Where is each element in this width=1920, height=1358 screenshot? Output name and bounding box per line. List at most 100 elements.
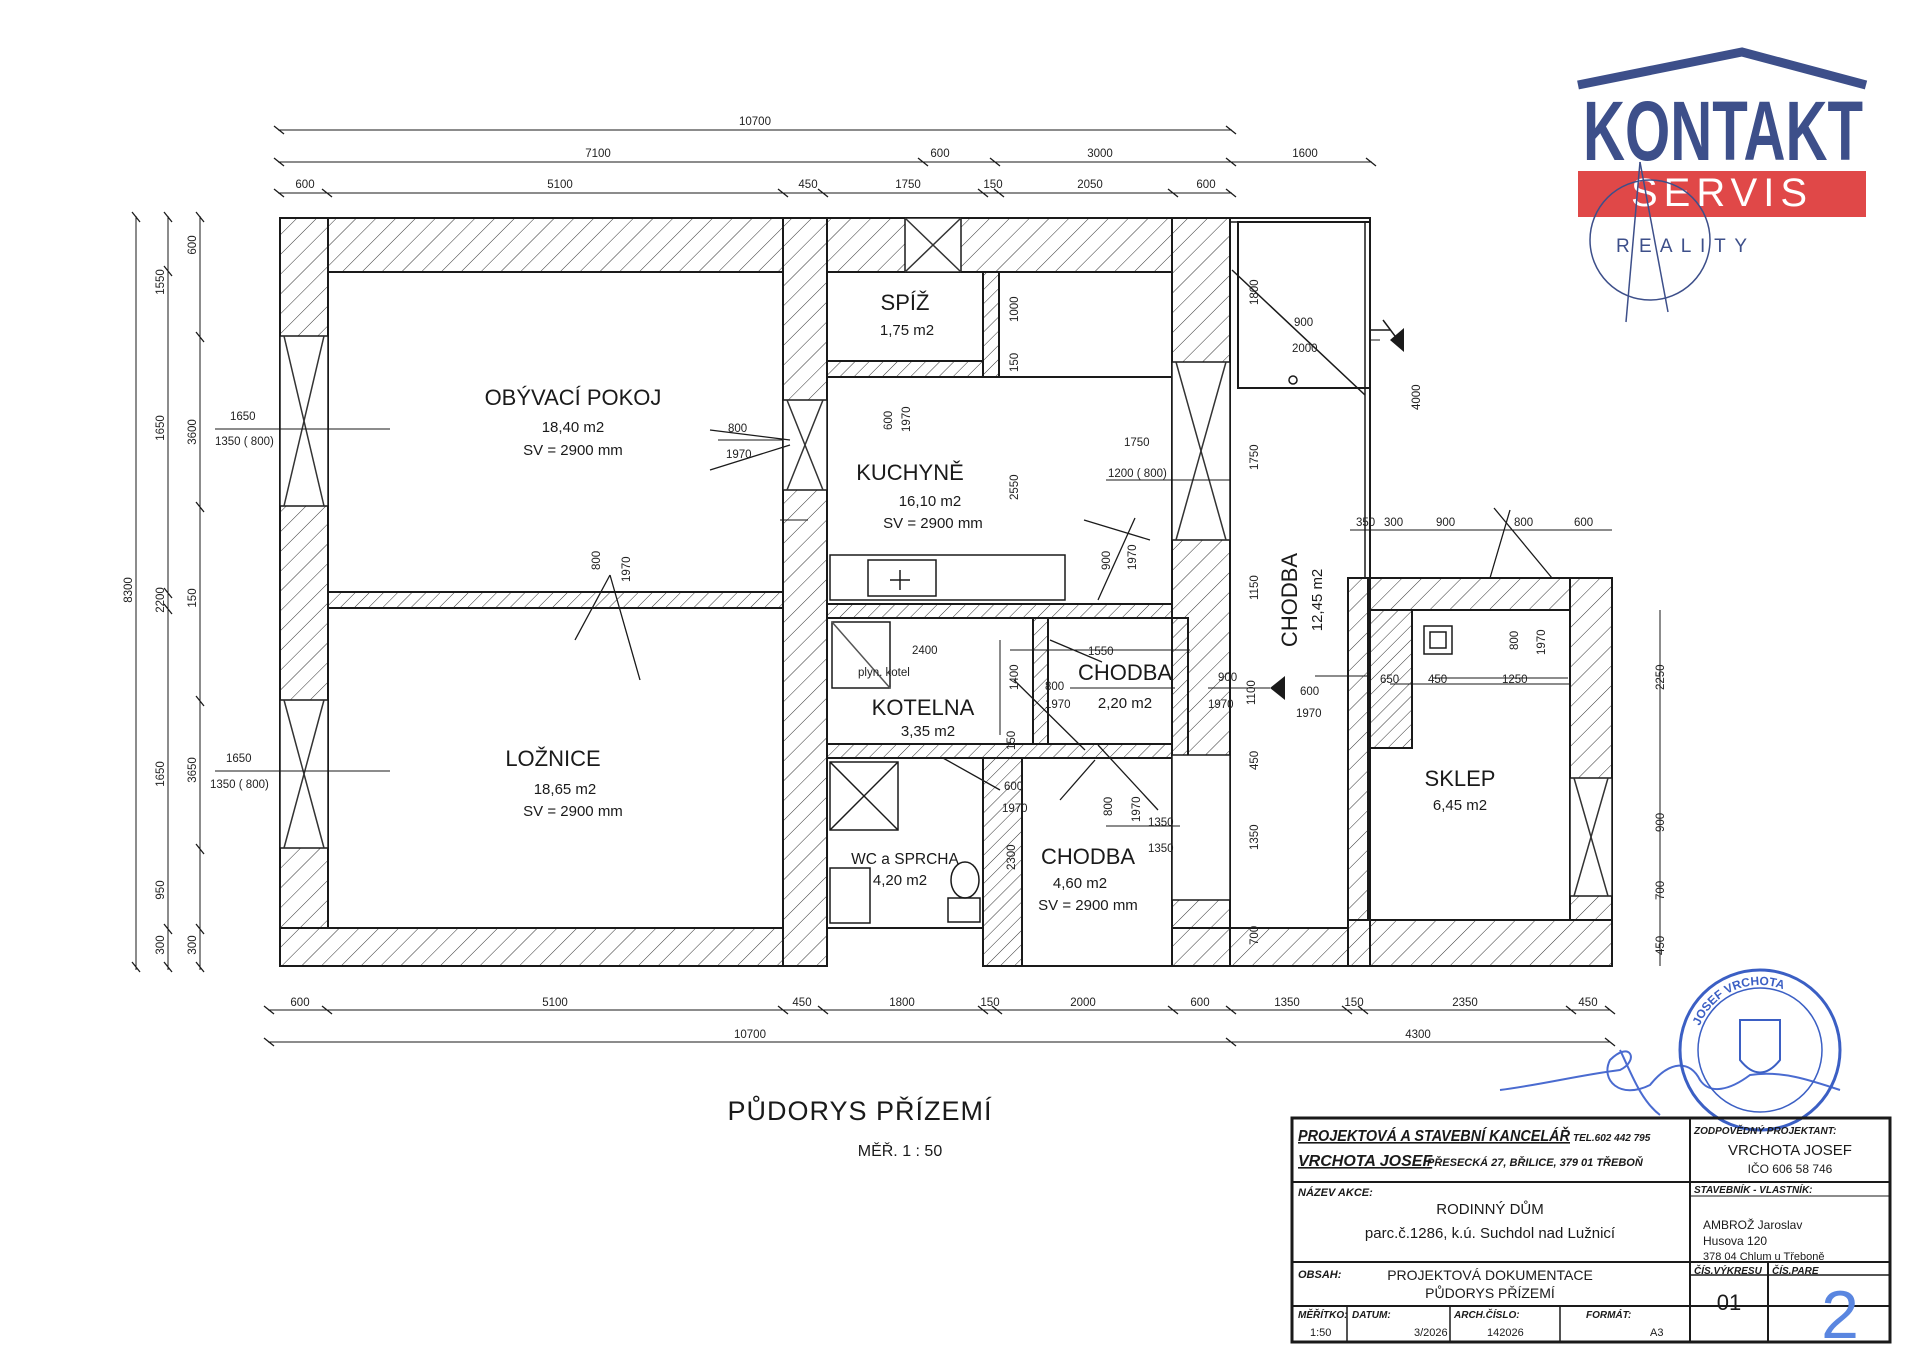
tb-office-line2: VRCHOTA JOSEF: [1298, 1153, 1433, 1170]
dim-b-150: 150: [980, 997, 999, 1009]
leader-lines: [215, 339, 1568, 827]
tb-action-1: RODINNÝ DŮM: [1436, 1200, 1544, 1218]
dim-c-4000: 4000: [1411, 384, 1423, 410]
dim-c-900: 900: [1294, 317, 1313, 329]
dim-left-600: 600: [187, 235, 199, 254]
entrance-arrow-icon: [1270, 328, 1404, 700]
dim-d-1970b: 1970: [621, 556, 633, 582]
room-loznice-name: LOŽNICE: [505, 746, 600, 771]
room-sklep-name: SKLEP: [1425, 766, 1496, 791]
room-wc-area: 4,20 m2: [873, 872, 927, 889]
dim-spiz-1970: 1970: [901, 406, 913, 432]
dim-s-1970: 1970: [1536, 629, 1548, 655]
room-chodba-mid-sv: SV = 2900 mm: [1038, 897, 1138, 914]
room-chodba-mid-area: 4,60 m2: [1053, 875, 1107, 892]
win2-height: 1350 ( 800): [210, 779, 269, 791]
room-loznice-sv: SV = 2900 mm: [523, 803, 623, 820]
dim-b-2350: 2350: [1452, 997, 1478, 1009]
tb-office-tel: TEL.602 442 795: [1573, 1133, 1651, 1144]
dim-b-450b: 450: [1578, 997, 1597, 1009]
tb-action-2: parc.č.1286, k.ú. Suchdol nad Lužnicí: [1365, 1225, 1616, 1242]
room-wc-name: WC a SPRCHA: [851, 851, 959, 868]
dim-k-1970: 1970: [1127, 544, 1139, 570]
dim-left-3600: 3600: [187, 419, 199, 445]
room-kuchyne-name: KUCHYNĚ: [856, 460, 964, 485]
dim-kot-1970: 1970: [1045, 699, 1071, 711]
dim-kot-1400: 1400: [1009, 664, 1021, 690]
dim-c-1150: 1150: [1249, 575, 1261, 600]
tb-content-2: PŮDORYS PŘÍZEMÍ: [1425, 1284, 1555, 1301]
dim-left-1550: 1550: [155, 269, 167, 295]
dim-ch2-1350a: 1350: [1148, 817, 1174, 829]
dim-wc-1970: 1970: [1002, 803, 1028, 815]
dim-ch-900: 900: [1218, 672, 1237, 684]
tb-arch-label: ARCH.ČÍSLO:: [1453, 1308, 1520, 1321]
win1-height: 1350 ( 800): [215, 436, 274, 448]
dim-ch2-800: 800: [1103, 797, 1115, 816]
logo-red-band: [1578, 171, 1866, 217]
room-obyvaci-name: OBÝVACÍ POKOJ: [485, 385, 662, 410]
tb-content-1: PROJEKTOVÁ DOKUMENTACE: [1387, 1267, 1593, 1283]
dim-left-1650b: 1650: [155, 761, 167, 787]
dim-total-top: 10700: [739, 116, 771, 128]
dim-s-800: 800: [1514, 517, 1533, 529]
title-block: [1290, 1116, 1892, 1344]
dim-b-1350: 1350: [1274, 997, 1300, 1009]
dim-ch-1100: 1100: [1246, 680, 1258, 705]
room-kotelna-area: 3,35 m2: [901, 723, 955, 740]
dim-door-1970: 1970: [726, 449, 752, 461]
tb-copy-no-label: ČÍS.PARE: [1772, 1264, 1819, 1277]
dim-k-2550: 2550: [1009, 474, 1021, 500]
cellar-dim-lines: [1350, 529, 1661, 966]
dim-left-8300: 8300: [123, 577, 135, 603]
logo-band-text: SERVIS: [1631, 171, 1813, 215]
door-swings: [574, 429, 1553, 811]
dim-left-1650a: 1650: [155, 415, 167, 441]
dim-c-1750: 1750: [1249, 444, 1261, 470]
dim-top-7100: 7100: [585, 148, 611, 160]
room-chodba-long-area: 12,45 m2: [1309, 569, 1326, 632]
room-kuchyne-sv: SV = 2900 mm: [883, 515, 983, 532]
stamp-emblem-icon: [1739, 1019, 1781, 1074]
room-sklep-area: 6,45 m2: [1433, 797, 1487, 814]
dim-left-2200: 2200: [155, 587, 167, 613]
tb-owner-label: STAVEBNÍK - VLASTNÍK:: [1694, 1183, 1813, 1196]
dim-s-350: 350: [1356, 517, 1375, 529]
tb-format-val: A3: [1650, 1327, 1663, 1339]
dim-s-900r: 900: [1655, 813, 1667, 832]
tb-resp-name: VRCHOTA JOSEF: [1728, 1142, 1852, 1159]
cellar-fixtures: [1411, 618, 1453, 748]
windows: [279, 217, 1613, 901]
dim-c-1350: 1350: [1249, 824, 1261, 850]
tb-scale-val: 1:50: [1310, 1327, 1331, 1339]
dim-k-1750: 1750: [1124, 437, 1150, 449]
dim-s-450r: 450: [1655, 936, 1667, 955]
tb-owner-1: AMBROŽ Jaroslav: [1703, 1217, 1802, 1232]
room-chodba-long-name: CHODBA: [1277, 553, 1302, 647]
kitchen-counter: [829, 554, 1066, 601]
tb-owner-3: 378 04 Chlum u Třeboně: [1703, 1251, 1825, 1263]
bathroom-fixtures: [829, 761, 981, 924]
dim-t-450: 450: [798, 179, 817, 191]
tb-resp-ico: IČO 606 58 746: [1748, 1161, 1833, 1176]
dim-b-450: 450: [792, 997, 811, 1009]
dim-s-600: 600: [1574, 517, 1593, 529]
dim-d-800b: 800: [591, 551, 603, 570]
tb-copy-no: 2: [1821, 1277, 1859, 1353]
dim-b-600: 600: [290, 997, 309, 1009]
dim-door-800: 800: [728, 423, 747, 435]
official-stamp: JOSEF VRCHOTA: [1678, 968, 1842, 1132]
dim-left-3650: 3650: [187, 757, 199, 783]
dim-wc-150: 150: [1006, 731, 1018, 750]
dim-k-1200: 1200 ( 800): [1108, 468, 1167, 480]
dim-top-1600: 1600: [1292, 148, 1318, 160]
tb-date-label: DATUM:: [1352, 1310, 1391, 1321]
logo-roof-icon: [1577, 47, 1868, 90]
dim-ch-1970: 1970: [1208, 699, 1234, 711]
dim-spiz-600: 600: [883, 411, 895, 430]
dim-s-1250: 1250: [1502, 674, 1528, 686]
dim-s-2250: 2250: [1655, 664, 1667, 690]
room-kuchyne-area: 16,10 m2: [899, 493, 962, 510]
dim-ch2-1350b: 1350: [1148, 843, 1174, 855]
